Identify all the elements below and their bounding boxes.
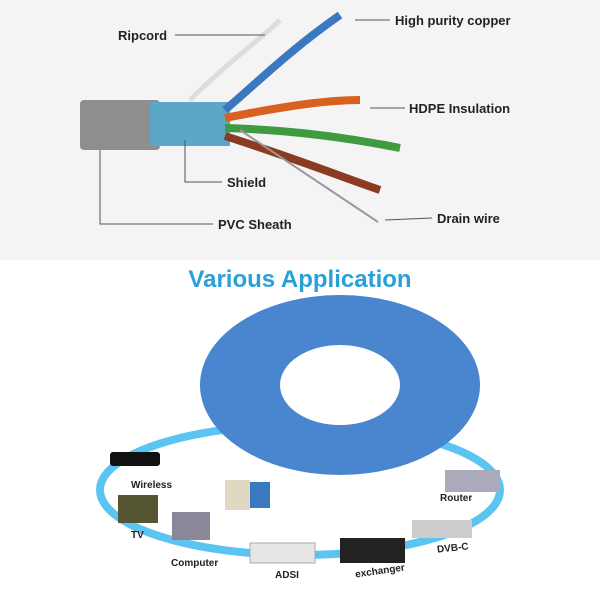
device-label-router: Router (440, 493, 473, 504)
label-copper: High purity copper (395, 13, 511, 28)
router-icon (445, 470, 500, 492)
device-label-adsi: ADSI (275, 570, 299, 581)
label-sheath: PVC Sheath (218, 217, 292, 232)
wire-blue (222, 11, 343, 114)
wire-ripcord (188, 18, 282, 102)
device-label-computer: Computer (171, 558, 219, 569)
label-ripcord: Ripcord (118, 28, 168, 43)
rj45-connector (225, 480, 250, 510)
tv-icon (118, 495, 158, 523)
label-insulation: HDPE Insulation (409, 101, 511, 116)
dvb-c-icon (412, 520, 472, 538)
adsi-icon (249, 542, 316, 564)
wireless-router-icon (110, 452, 160, 466)
device-label-tv: TV (131, 530, 144, 541)
wire-brown (223, 132, 382, 194)
drain-wire (239, 129, 379, 223)
shield-foil (150, 102, 230, 146)
laptop-icon (172, 512, 210, 540)
application-title: Various Application (188, 266, 412, 293)
pvc-sheath (80, 100, 160, 150)
device-label-wireless: Wireless (131, 480, 173, 491)
wire-orange (224, 96, 361, 122)
switch-icon (340, 538, 405, 563)
wire-green (224, 124, 401, 152)
label-drain: Drain wire (437, 211, 500, 226)
label-shield: Shield (227, 175, 267, 190)
